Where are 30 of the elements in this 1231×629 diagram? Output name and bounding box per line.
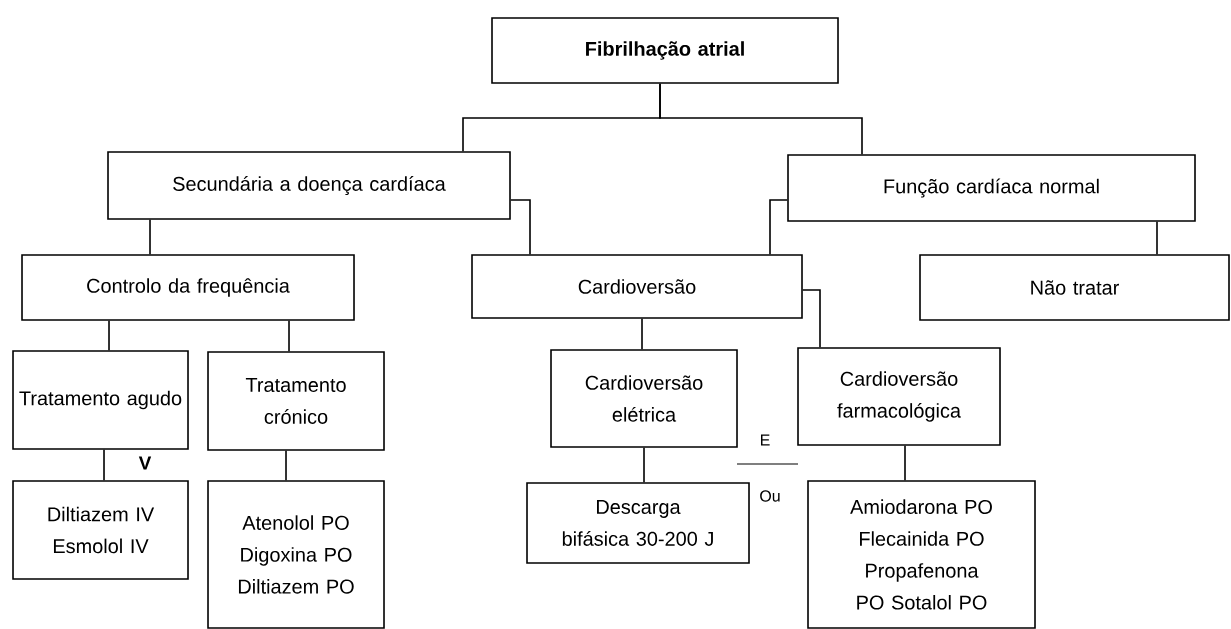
process-box: Tratamento crónico	[207, 351, 385, 451]
connector-line	[288, 320, 290, 352]
process-box: Tratamento agudo	[12, 350, 189, 450]
process-box: Diltiazem IV Esmolol IV	[12, 480, 189, 580]
process-box: Função cardíaca normal	[787, 154, 1196, 222]
connector-line	[659, 83, 863, 155]
note-text: E	[761, 434, 770, 446]
connector-line	[1156, 221, 1158, 255]
process-box: Secundária a doença cardíaca	[107, 151, 511, 220]
connector-line	[802, 289, 821, 348]
connector-line	[103, 449, 105, 481]
process-box: Não tratar	[919, 254, 1230, 321]
connector-line	[769, 199, 788, 255]
connector-line	[643, 447, 645, 483]
note-text: Ou	[760, 490, 780, 502]
connector-line	[510, 199, 531, 255]
process-box: Amiodarona PO Flecainida PO Propafenona PO Sotalol PO	[807, 480, 1036, 629]
connector-line	[904, 445, 906, 481]
process-box: Atenolol PO Digoxina PO Diltiazem PO	[207, 480, 385, 629]
process-box: Cardioversão elétrica	[550, 349, 738, 448]
connector-line	[149, 219, 151, 255]
process-box: Cardioversão farmacológica	[797, 347, 1001, 446]
process-box: Fibrilhação atrial	[491, 17, 839, 84]
connector-line	[108, 320, 110, 351]
process-box: Cardioversão	[471, 254, 803, 319]
process-box: Descarga bifásica 30-200 J	[526, 482, 750, 564]
connector-line	[285, 450, 287, 481]
connector-line	[641, 318, 643, 350]
note-text: V	[138, 456, 152, 470]
process-box: Controlo da frequência	[21, 254, 355, 321]
